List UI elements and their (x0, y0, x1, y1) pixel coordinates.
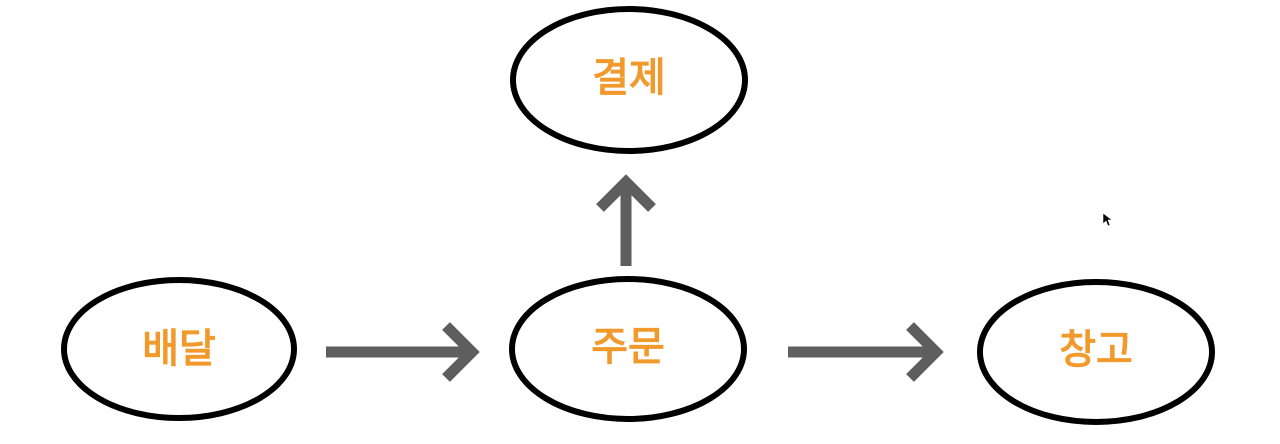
node-order-label: 주문 (591, 324, 665, 370)
node-delivery-ellipse (61, 277, 297, 421)
node-warehouse-ellipse (977, 279, 1215, 425)
node-order: 주문 (509, 276, 747, 422)
node-delivery: 배달 (61, 277, 297, 421)
arrow-head (906, 322, 944, 382)
edge-delivery-to-order (326, 322, 480, 382)
arrow-head (596, 174, 656, 212)
edge-order-to-warehouse (788, 322, 944, 382)
mouse-cursor-icon (1102, 212, 1113, 227)
edge-order-to-payment (596, 174, 656, 266)
node-payment-ellipse (510, 6, 748, 154)
arrow-head (442, 322, 480, 382)
node-delivery-label: 배달 (142, 326, 216, 372)
node-warehouse: 창고 (977, 279, 1215, 425)
node-payment-label: 결제 (592, 55, 666, 101)
node-payment: 결제 (510, 6, 748, 154)
node-warehouse-label: 창고 (1059, 327, 1133, 373)
node-order-ellipse (509, 276, 747, 422)
